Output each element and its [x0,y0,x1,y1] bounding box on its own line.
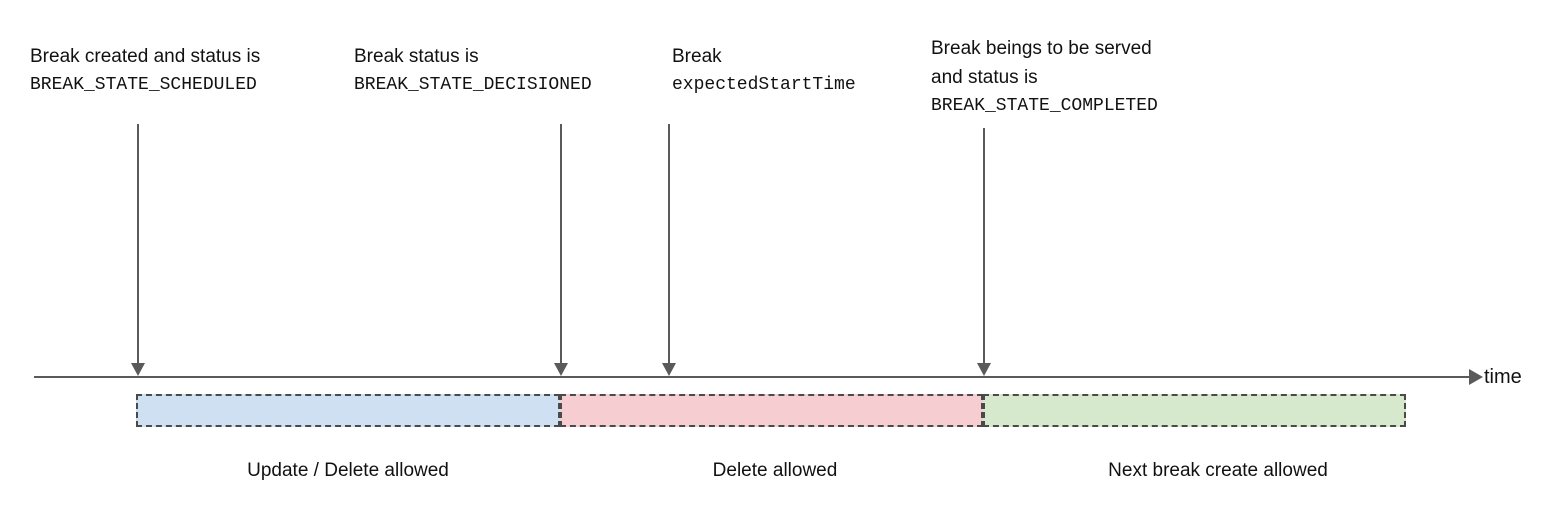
time-axis-line [34,376,1475,378]
arrow-shaft [668,124,670,364]
event-label-break-expected-start-time: Break expectedStartTime [672,42,856,100]
phase-caption-delete-allowed: Delete allowed [712,460,838,481]
arrow-head [977,363,991,376]
arrow-head [554,363,568,376]
event-label-break-completed: Break beings to be served and status is … [931,34,1158,121]
event-label-line-mono: expectedStartTime [672,75,856,95]
event-label-line-mono: BREAK_STATE_SCHEDULED [30,75,257,95]
event-label-line: Break [672,46,722,67]
event-label-line: Break status is [354,46,479,67]
phase-bar-delete-allowed [560,394,983,427]
event-label-break-created: Break created and status is BREAK_STATE_… [30,42,260,100]
event-label-line-mono: BREAK_STATE_COMPLETED [931,96,1158,116]
event-marker-arrow-down-icon-break-decisioned [554,124,568,376]
event-label-break-decisioned: Break status is BREAK_STATE_DECISIONED [354,42,592,100]
arrow-shaft [137,124,139,364]
phase-caption-update-delete-allowed: Update / Delete allowed [247,460,449,481]
phase-bar-next-break-create-allowed [983,394,1406,427]
phase-bar-update-delete-allowed [136,394,560,427]
event-label-line: and status is [931,67,1038,88]
event-label-line: Break created and status is [30,46,261,67]
time-axis-label: time [1484,366,1522,388]
arrow-right-icon [1469,369,1483,385]
event-marker-arrow-down-icon-break-completed [977,128,991,376]
arrow-head [662,363,676,376]
event-label-line-mono: BREAK_STATE_DECISIONED [354,75,592,95]
arrow-head [131,363,145,376]
arrow-shaft [560,124,562,364]
phase-caption-next-break-create-allowed: Next break create allowed [1108,460,1328,481]
event-label-line: Break beings to be served [931,38,1152,59]
event-marker-arrow-down-icon-break-created [131,124,145,376]
event-marker-arrow-down-icon-expected-start-time [662,124,676,376]
arrow-shaft [983,128,985,364]
